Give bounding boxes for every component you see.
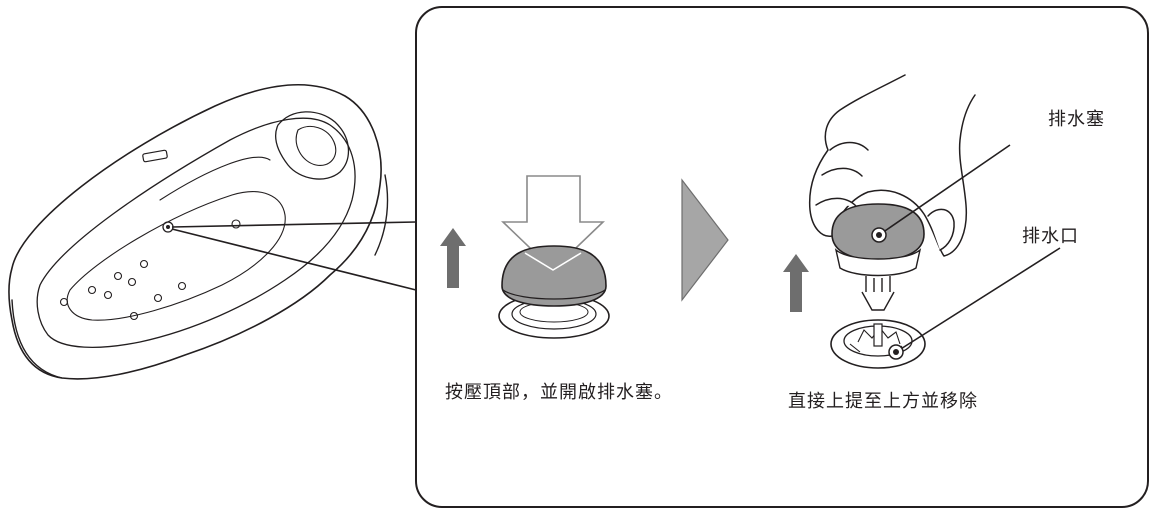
down-arrow-icon bbox=[501, 175, 605, 272]
bathtub-illustration bbox=[8, 84, 389, 380]
detail-panel bbox=[415, 6, 1149, 508]
up-arrow-icon bbox=[440, 228, 466, 288]
callout-lines bbox=[171, 221, 417, 291]
label-leaders bbox=[878, 144, 1061, 353]
next-step-arrow-icon bbox=[681, 178, 729, 302]
step2-caption: 直接上提至上方並移除 bbox=[788, 391, 978, 412]
step1-caption: 按壓頂部，並開啟排水塞。 bbox=[445, 382, 673, 403]
drain-outlet bbox=[830, 319, 926, 369]
hand-illustration bbox=[808, 74, 976, 257]
lift-arrow-icon bbox=[783, 254, 809, 312]
drain-plug-pressed bbox=[498, 245, 610, 339]
drain-plug-label: 排水塞 bbox=[1048, 109, 1105, 130]
drain-outlet-label: 排水口 bbox=[1022, 226, 1079, 247]
